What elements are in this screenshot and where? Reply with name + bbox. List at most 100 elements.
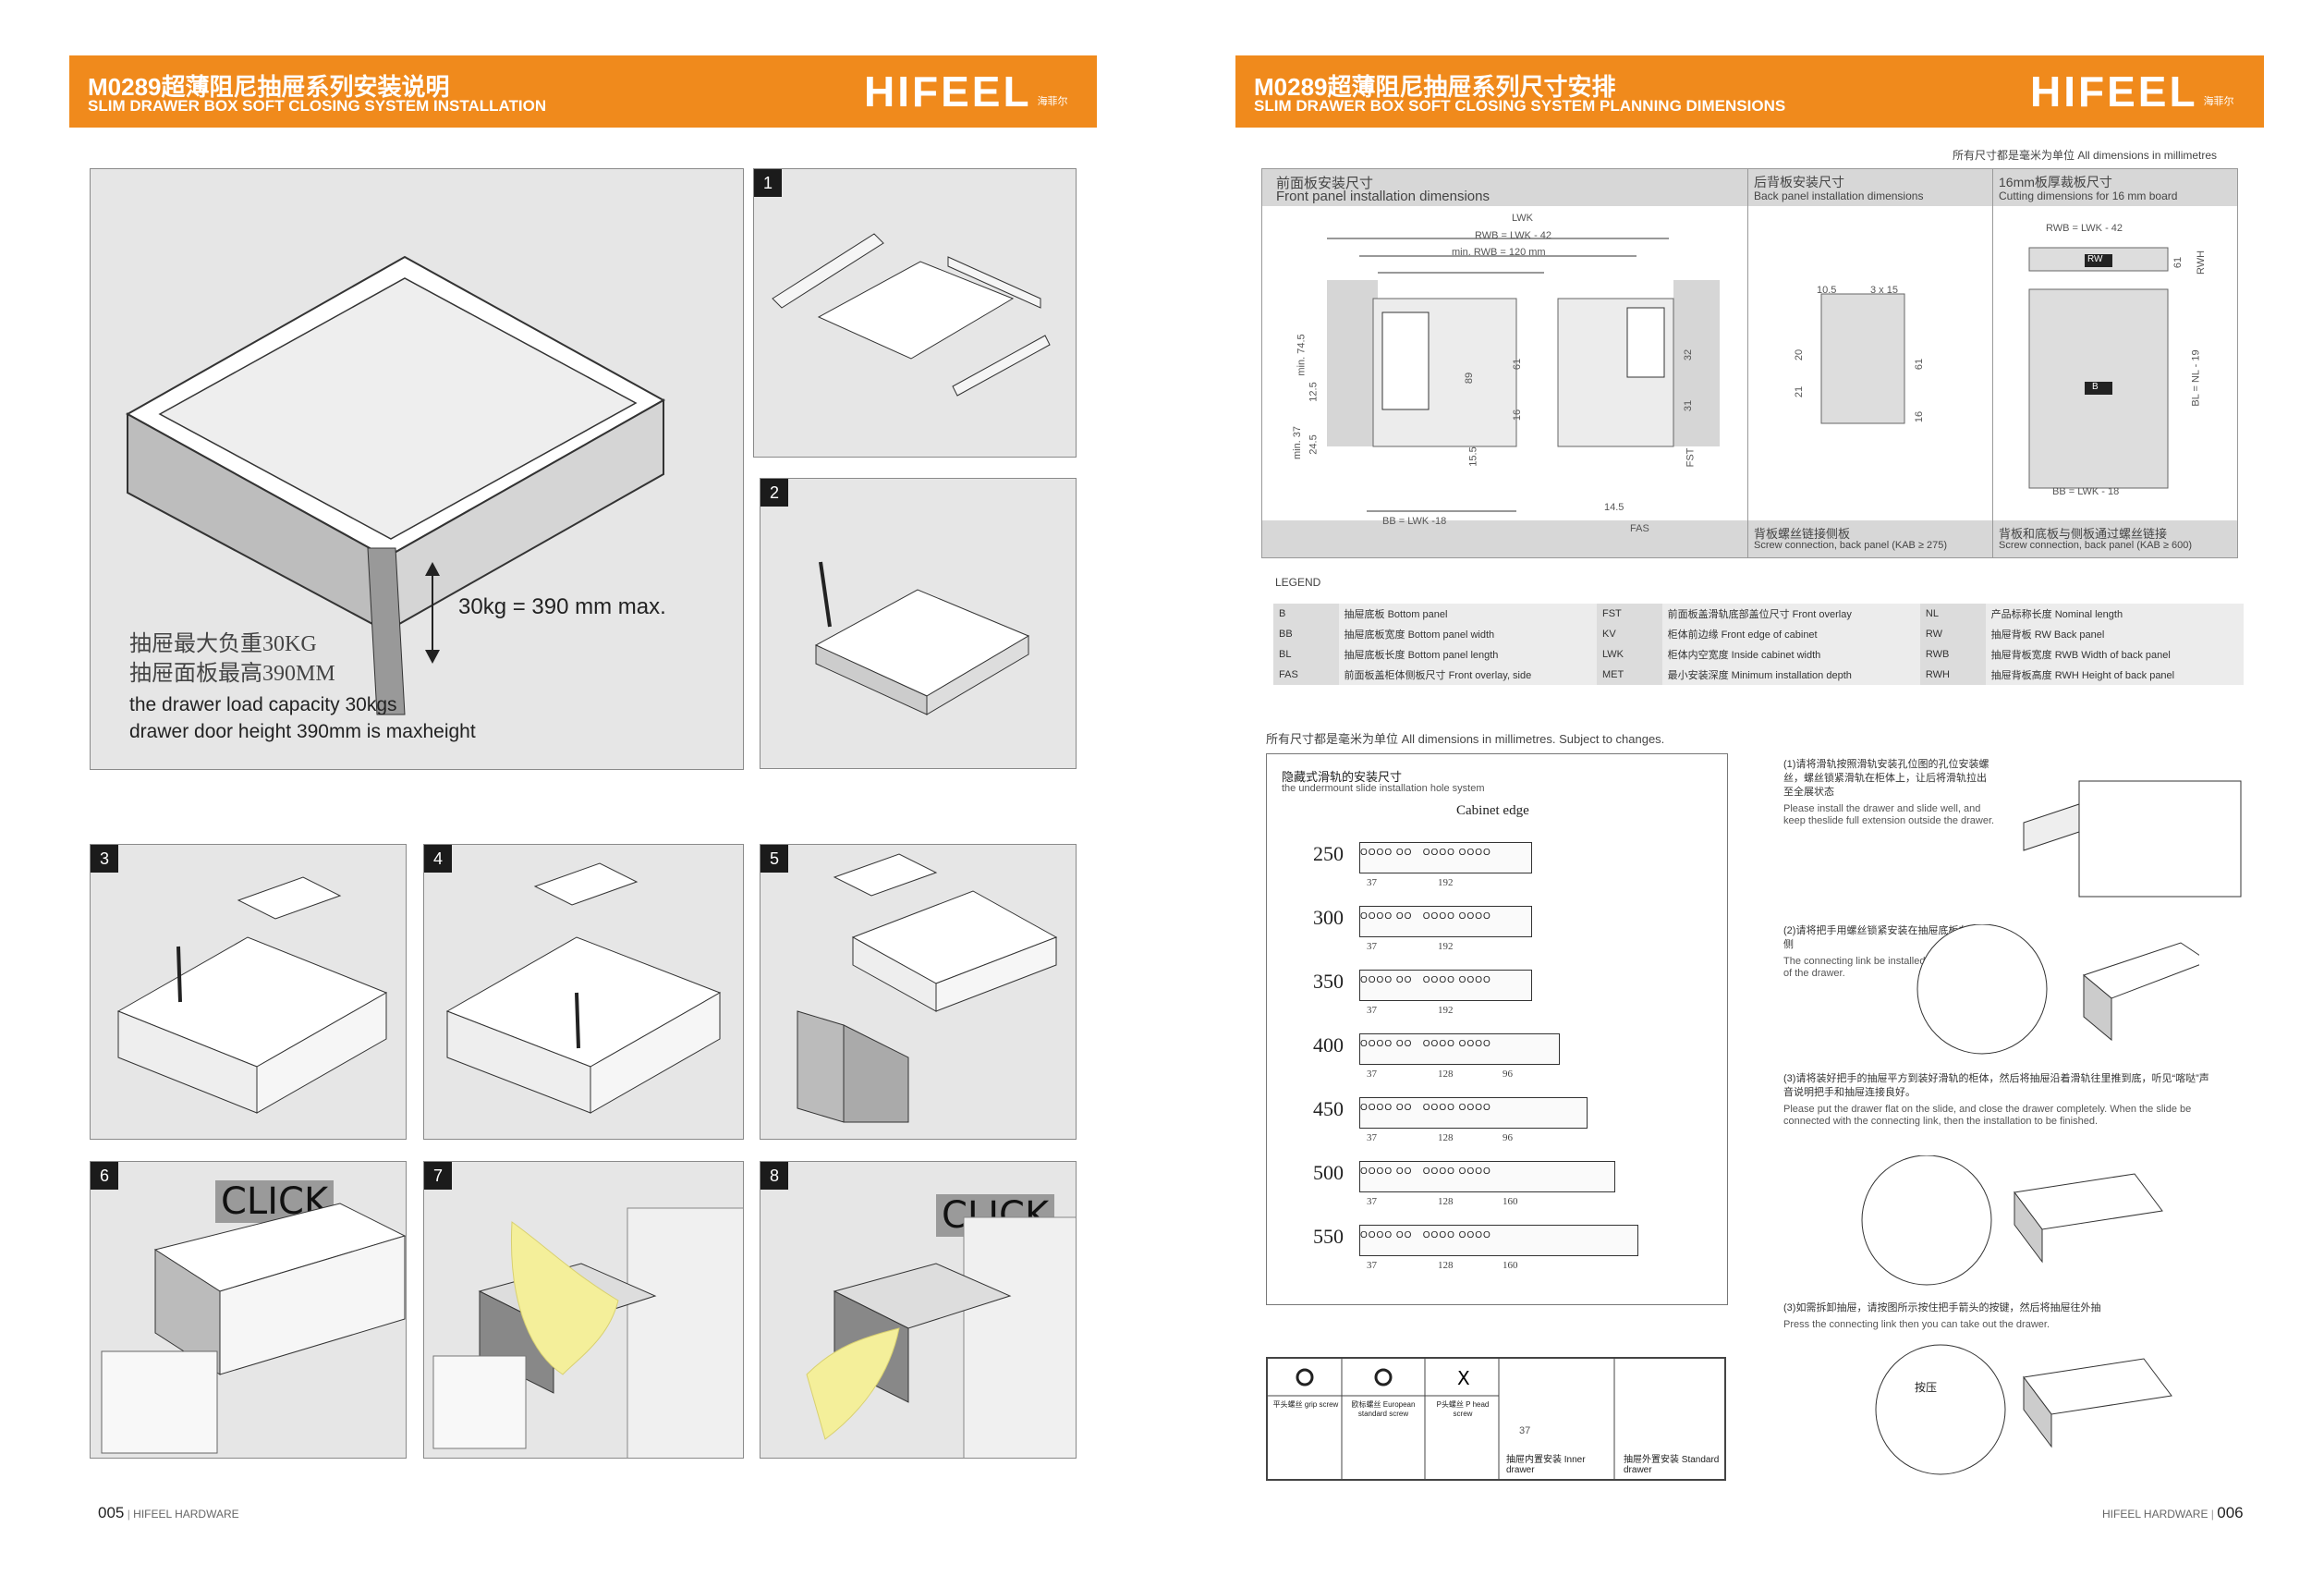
legend-code: MET: [1596, 665, 1662, 685]
legend-code: B: [1273, 604, 1339, 624]
dim-bb18: BB = LWK - 18: [2052, 486, 2120, 497]
hole-rail: OOOO OO OOOO OOOO: [1359, 906, 1532, 937]
hole-row-dim: 96: [1503, 1132, 1513, 1143]
dim-89: 89: [1464, 372, 1476, 385]
main-drawer-panel: 30kg = 390 mm max. 抽屉最大负重30KG 抽屉面板最高390M…: [90, 168, 744, 770]
dim-155: 15.5: [1467, 446, 1479, 467]
legend-code: BL: [1273, 644, 1339, 665]
step-3-illustration: [116, 876, 388, 1114]
inner-drawer-label: 抽屉内置安装 Inner drawer: [1506, 1455, 1586, 1475]
right-title-zh: M0289超薄阻尼抽屉系列尺寸安排: [1254, 73, 1616, 101]
legend-code: NL: [1919, 604, 1986, 624]
dim-61b: 61: [1914, 358, 1926, 371]
hole-rail: OOOO OO OOOO OOOO: [1359, 1033, 1560, 1065]
dim-105: 10.5: [1817, 285, 1837, 296]
step-6-illustration: [101, 1203, 406, 1454]
legend-code: FAS: [1273, 665, 1339, 685]
hole-rail: OOOO OO OOOO OOOO: [1359, 970, 1532, 1001]
instruction-1-illustration: [2023, 780, 2242, 898]
step-7-panel: 7: [423, 1161, 744, 1459]
dim-bb: BB = LWK -18: [1382, 516, 1447, 527]
hole-rail: OOOO OO OOOO OOOO: [1359, 1097, 1588, 1129]
hole-row-dim: 128: [1438, 1132, 1454, 1143]
dim-20: 20: [1794, 348, 1806, 361]
col1-en: Front panel installation dimensions: [1276, 189, 1490, 204]
step-7-illustration: [432, 1207, 743, 1458]
drawer-assembly-illustration: [814, 561, 1030, 715]
foot2-zh: 背板螺丝链接侧板: [1754, 527, 1851, 541]
page-number: 005: [98, 1504, 125, 1521]
legend-code: RWB: [1919, 644, 1986, 665]
hole-row-dim: 37: [1367, 1196, 1377, 1207]
dim-21: 21: [1794, 385, 1806, 398]
step-number: 3: [91, 845, 118, 873]
step-8-panel: 8 CLICK: [760, 1161, 1077, 1459]
cabinet-edge-label: Cabinet edge: [1456, 803, 1529, 818]
step-8-illustration: [806, 1216, 1076, 1458]
dim-screw: 3 x 15: [1870, 285, 1898, 296]
hole-chart-title-zh: 隐藏式滑轨的安装尺寸: [1282, 770, 1403, 784]
legend-desc: 前面板盖柜体侧板尺寸 Front overlay, side: [1338, 665, 1597, 685]
instruction-4-en: Press the connecting link then you can t…: [1783, 1319, 2050, 1330]
hole-row-dim: 96: [1503, 1069, 1513, 1080]
instruction-4-zh: (3)如需拆卸抽屉，请按图所示按住把手箭头的按键，然后将抽屉往外抽: [1783, 1302, 2101, 1313]
dim-61: 61: [1512, 358, 1524, 371]
step-3-panel: 3: [90, 844, 407, 1140]
step-5-illustration: [797, 853, 1058, 1123]
dim-145: 14.5: [1604, 502, 1624, 513]
step-number: 5: [760, 845, 788, 873]
dimension-table: 前面板安装尺寸 Front panel installation dimensi…: [1261, 168, 2238, 558]
footer-brand: HIFEEL HARDWARE: [2102, 1508, 2208, 1521]
dim-rwh: RWH: [2196, 250, 2208, 275]
hole-row-dim: 128: [1438, 1260, 1454, 1271]
legend-desc: 产品标称长度 Nominal length: [1985, 604, 2244, 624]
left-title-zh: M0289超薄阻尼抽屉系列安装说明: [88, 73, 450, 101]
dims-note-top: 所有尺寸都是毫米为单位 All dimensions in millimetre…: [1953, 149, 2218, 162]
load-en-2: drawer door height 390mm is maxheight: [129, 721, 476, 742]
col3-en: Cutting dimensions for 16 mm board: [1999, 189, 2178, 202]
hole-row-length: 300: [1313, 906, 1344, 929]
hole-row-dim: 37: [1367, 877, 1377, 888]
cutting-drawing: [2028, 247, 2169, 489]
click-label: CLICK: [215, 1180, 335, 1223]
legend-desc: 柜体前边缘 Front edge of cabinet: [1661, 624, 1920, 644]
screw-grip: 平头螺丝 grip screw: [1272, 1400, 1339, 1409]
dims-note-mid: 所有尺寸都是毫米为单位 All dimensions in millimetre…: [1266, 732, 1665, 746]
hole-row-dim: 37: [1367, 1132, 1377, 1143]
legend-code: BB: [1273, 624, 1339, 644]
footer-brand: HIFEEL HARDWARE: [133, 1508, 239, 1521]
dim-rw: RW: [2087, 254, 2103, 264]
legend-code: RWH: [1919, 665, 1986, 685]
foot3-zh: 背板和底板与侧板通过螺丝链接: [1999, 527, 2168, 541]
hole-row-dim: 160: [1503, 1260, 1518, 1271]
legend-desc: 前面板盖滑轨底部盖位尺寸 Front overlay: [1661, 604, 1920, 624]
hole-row-dim: 128: [1438, 1069, 1454, 1080]
left-footer: 005 | HIFEEL HARDWARE: [98, 1504, 239, 1521]
dim-31: 31: [1683, 399, 1695, 412]
hole-chart: 隐藏式滑轨的安装尺寸 the undermount slide installa…: [1266, 753, 1728, 1305]
dim-min745: min. 74.5: [1296, 334, 1308, 376]
instruction-3-en: Please put the drawer flat on the slide,…: [1783, 1104, 2192, 1127]
step-6-panel: 6 CLICK: [90, 1161, 407, 1459]
dim-rwb42: RWB = LWK - 42: [2046, 223, 2123, 234]
page-number: 006: [2217, 1504, 2244, 1521]
instruction-3-illustration: [1861, 1155, 2163, 1286]
load-zh-1: 抽屉最大负重30KG: [129, 632, 317, 656]
hole-row-length: 500: [1313, 1161, 1344, 1184]
dim-16b: 16: [1914, 410, 1926, 423]
right-header: M0289超薄阻尼抽屉系列尺寸安排 SLIM DRAWER BOX SOFT C…: [1235, 55, 2264, 128]
drawer-parts-illustration: [772, 233, 1051, 397]
instruction-4: (3)如需拆卸抽屉，请按图所示按住把手箭头的按键，然后将抽屉往外抽 Press …: [1783, 1301, 2218, 1331]
legend-code: RW: [1919, 624, 1986, 644]
press-label: 按压: [1915, 1381, 1938, 1394]
step-4-illustration: [445, 862, 722, 1114]
step-number: 2: [760, 479, 788, 507]
step-number: 6: [91, 1162, 118, 1190]
instruction-4-illustration: [1875, 1344, 2172, 1475]
